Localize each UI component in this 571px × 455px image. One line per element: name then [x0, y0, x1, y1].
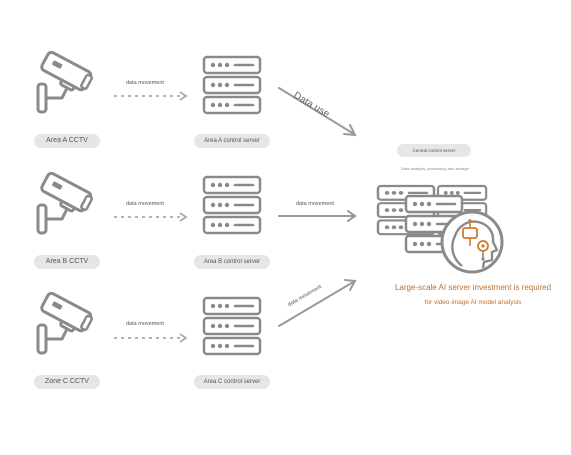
arrow-middle	[278, 210, 357, 222]
cctv-camera-icon	[36, 290, 96, 355]
server-label-b: Area B control server	[194, 255, 270, 269]
camera-label-b: Area B CCTV	[34, 255, 100, 269]
movement-label-b: data movement	[126, 201, 164, 207]
camera-label-c: Zone C CCTV	[34, 375, 100, 389]
investment-note-sub: for video image AI model analysis	[424, 299, 522, 306]
server-rack-icon	[202, 175, 262, 235]
arrow-top	[278, 87, 357, 137]
central-server-caption: Data analysis, processing and storage	[401, 166, 469, 171]
investment-note: Large-scale AI server investment is requ…	[394, 283, 552, 292]
server-rack-icon	[202, 296, 262, 356]
server-label-a: Area A control server	[194, 134, 270, 148]
movement-label-c: data movement	[126, 321, 164, 327]
movement-label-a: data movement	[126, 80, 164, 86]
central-server-label: Central control server	[397, 144, 471, 157]
ai-head-icon	[440, 210, 504, 274]
camera-label-a: Area A CCTV	[34, 134, 100, 148]
arrow-label-middle: data movement	[296, 201, 334, 207]
cctv-camera-icon	[36, 49, 96, 114]
server-label-c: Area C control server	[194, 375, 270, 389]
dotted-arrow-c	[114, 333, 188, 343]
arrow-bottom	[278, 279, 357, 327]
dotted-arrow-a	[114, 91, 188, 101]
server-rack-icon	[202, 55, 262, 115]
dotted-arrow-b	[114, 212, 188, 222]
cctv-camera-icon	[36, 170, 96, 235]
